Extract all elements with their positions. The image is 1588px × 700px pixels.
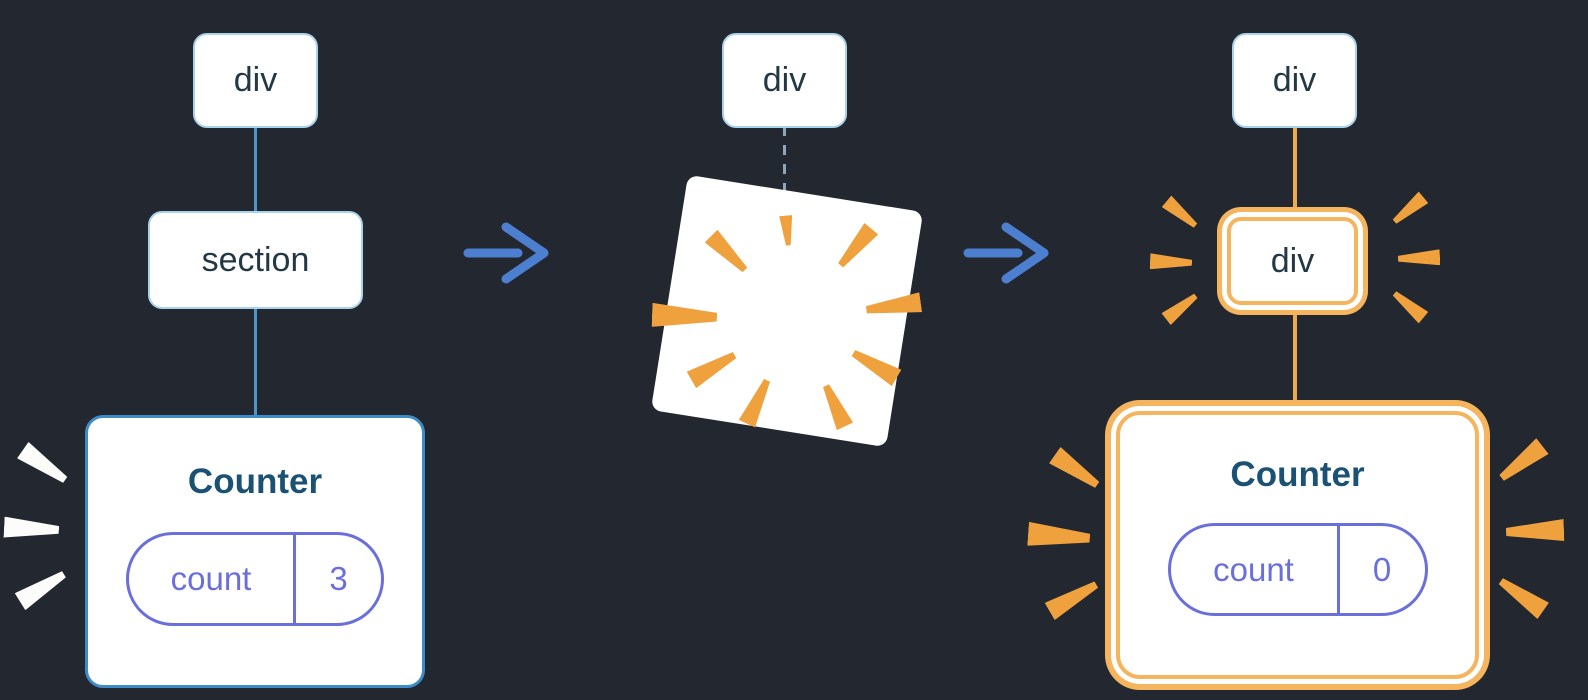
transition-arrow-icon <box>463 222 549 284</box>
before-counter-card: Counter count 3 <box>85 415 425 688</box>
state-key-label: count <box>170 560 252 597</box>
detached-edge-dashed-line <box>783 126 786 206</box>
burst-wedge-icon <box>1162 196 1201 232</box>
before-root-div-node: div <box>193 33 318 128</box>
counter-title: Counter <box>187 462 323 501</box>
burst-wedge-icon <box>1506 519 1565 543</box>
node-label: div <box>233 61 278 99</box>
after-root-div-node: div <box>1232 33 1357 128</box>
poof-root-div-node: div <box>722 33 847 128</box>
burst-wedge-icon <box>1045 576 1102 620</box>
burst-wedge-icon <box>3 517 59 541</box>
burst-wedge-icon <box>1390 192 1429 228</box>
node-label: div <box>1270 241 1315 280</box>
edge-root-to-newdiv <box>1293 124 1297 216</box>
burst-wedge-icon <box>1161 290 1200 325</box>
burst-wedge-icon <box>1495 438 1548 486</box>
node-label: section <box>201 240 310 279</box>
after-new-div-node: div <box>1227 217 1358 305</box>
state-value: 0 <box>1336 526 1425 613</box>
burst-wedge-icon <box>1390 288 1429 324</box>
transition-arrow-icon <box>963 222 1049 284</box>
state-value: 3 <box>293 535 381 623</box>
edge-section-to-counter <box>254 305 257 419</box>
burst-wedge-icon <box>1150 253 1193 270</box>
burst-wedge-icon <box>15 566 70 611</box>
state-pill: count 3 <box>126 532 384 626</box>
state-pill: count 0 <box>1167 523 1428 616</box>
burst-wedge-icon <box>1049 447 1103 493</box>
node-label: div <box>762 61 807 99</box>
counter-title: Counter <box>1230 455 1365 494</box>
node-label: div <box>1272 61 1317 99</box>
burst-wedge-icon <box>1495 573 1549 619</box>
edge-newdiv-to-counter <box>1293 310 1297 412</box>
after-counter-card: Counter count 0 <box>1116 411 1479 679</box>
burst-wedge-icon <box>1027 522 1091 550</box>
edge-root-to-section <box>254 122 257 215</box>
burst-wedge-icon <box>17 442 71 488</box>
before-section-node: section <box>148 211 363 309</box>
burst-wedge-icon <box>1398 249 1441 266</box>
state-key-label: count <box>1213 550 1294 588</box>
